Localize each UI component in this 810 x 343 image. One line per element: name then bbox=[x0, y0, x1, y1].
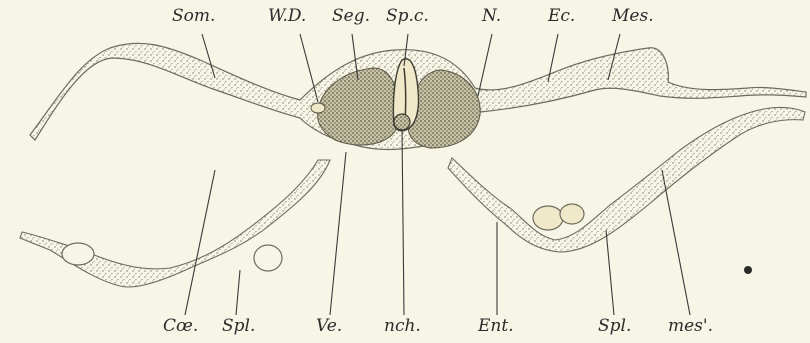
notochord bbox=[394, 114, 410, 130]
wolffian-duct bbox=[311, 103, 325, 113]
leader-ve bbox=[330, 152, 346, 315]
right-vessel bbox=[533, 206, 563, 230]
leader-spl-left bbox=[236, 270, 240, 315]
label-mes: Mes. bbox=[612, 8, 654, 25]
label-ve: Ve. bbox=[316, 318, 342, 335]
label-coe: Cœ. bbox=[163, 318, 198, 335]
label-ent: Ent. bbox=[478, 318, 514, 335]
label-nch: nch. bbox=[384, 318, 421, 335]
label-n: N. bbox=[482, 8, 501, 25]
label-mes-prime: mes'. bbox=[668, 318, 713, 335]
leader-nch bbox=[402, 130, 404, 315]
label-spl-right: Spl. bbox=[598, 318, 631, 335]
leader-spl-right bbox=[606, 230, 614, 315]
leader-n bbox=[478, 34, 492, 96]
left-vessel-small bbox=[254, 245, 282, 271]
leader-mes-prime bbox=[662, 170, 690, 315]
label-som: Som. bbox=[172, 8, 215, 25]
label-spc: Sp.c. bbox=[386, 8, 429, 25]
left-splanchnopleure bbox=[20, 160, 330, 287]
label-seg: Seg. bbox=[332, 8, 370, 25]
label-spl-left: Spl. bbox=[222, 318, 255, 335]
label-ec: Ec. bbox=[548, 8, 575, 25]
left-vessel bbox=[62, 243, 94, 265]
right-vessel-b bbox=[560, 204, 584, 224]
leader-coe bbox=[185, 170, 215, 315]
right-splanchnopleure bbox=[448, 107, 805, 252]
ink-dot bbox=[744, 266, 752, 274]
label-wd: W.D. bbox=[268, 8, 306, 25]
